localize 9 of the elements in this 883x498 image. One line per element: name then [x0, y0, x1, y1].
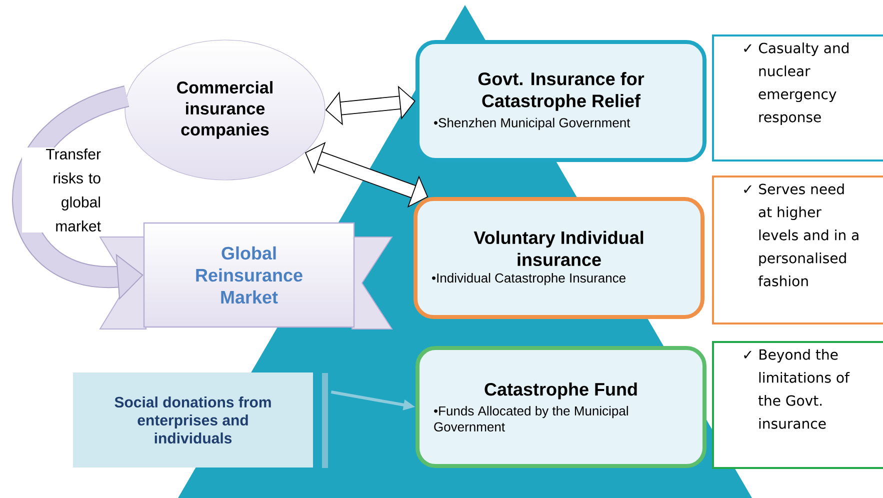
note-box: ✓ Serves need at higher levels and in a personalised fashion — [712, 176, 883, 324]
note-box: ✓ Beyond the limitations of the Govt. insurance — [712, 341, 883, 469]
rounded-box: Voluntary Individual insurance •Individual Catastrophe Insurance — [414, 197, 704, 319]
text-box: Social donations from enterprises and individuals — [73, 372, 313, 468]
rounded-box: Govt. Insurance for Catastrophe Relief •Shenzhen Municipal Government — [416, 40, 706, 162]
rounded-box: Catastrophe Fund •Funds Allocated by the Municipal Government — [416, 346, 706, 468]
edge-label: Transfer risks to global market — [22, 148, 102, 232]
note-box: ✓ Casualty and nuclear emergency response — [712, 34, 883, 162]
arrow — [325, 86, 416, 126]
